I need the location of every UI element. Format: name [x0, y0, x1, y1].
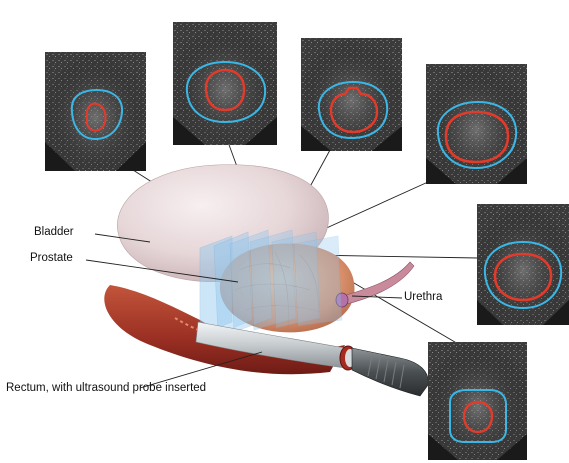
ultrasound-slice-6: [428, 342, 527, 460]
ultrasound-slice-3: [301, 38, 402, 151]
bladder-label: Bladder: [34, 226, 74, 238]
urethra-label: Urethra: [404, 291, 442, 303]
ultrasound-slice-2: [173, 22, 277, 145]
ultrasound-slice-4: [426, 64, 527, 184]
ultrasound-planes: [200, 230, 342, 334]
ultrasound-slice-5: [477, 204, 569, 325]
rectum-label: Rectum, with ultrasound probe inserted: [6, 382, 206, 394]
prostate-label: Prostate: [30, 252, 73, 264]
ultrasound-slice-1: [45, 52, 146, 171]
